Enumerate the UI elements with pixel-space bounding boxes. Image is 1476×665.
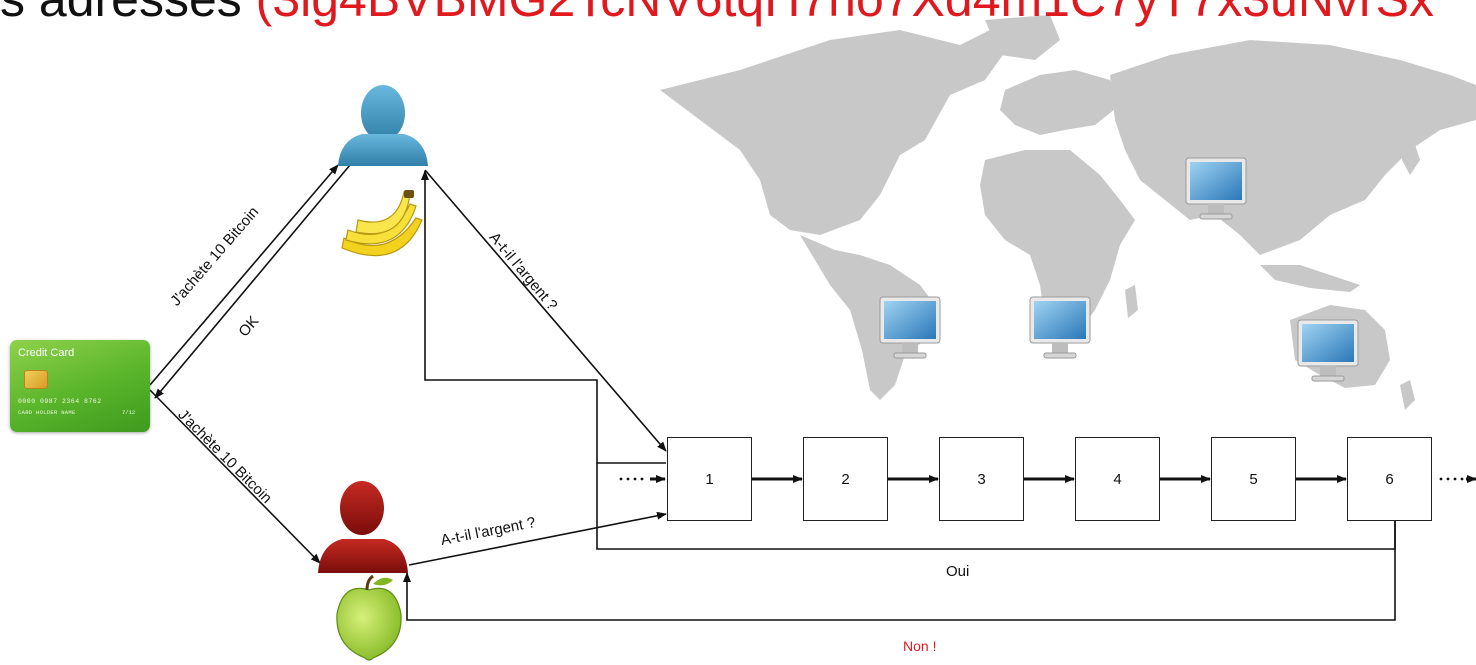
computer-icon: [1029, 296, 1091, 359]
ellipsis-dot: [1453, 477, 1457, 481]
arrow-check-bottom: [408, 511, 667, 566]
ellipsis-dot: [619, 477, 623, 481]
banana-icon: [341, 190, 423, 257]
card-title: Credit Card: [18, 347, 75, 359]
arrow-buy-top: [149, 164, 339, 386]
title-prefix: s adresses: [0, 0, 256, 27]
person-icon: [338, 85, 428, 166]
arrow-buy-bottom: [149, 389, 321, 564]
ellipsis-dot: [1446, 477, 1450, 481]
page-title: s adresses (3ig4BVBMG2TcNV6tqH7ho7Xd4m1C…: [0, 0, 1434, 28]
block-2: 2: [803, 437, 888, 521]
card-chip: [24, 370, 48, 389]
ellipsis-dot: [626, 477, 630, 481]
block-4: 4: [1075, 437, 1160, 521]
apple-icon: [336, 574, 402, 661]
arrow-non: [403, 521, 1396, 621]
block-5: 5: [1211, 437, 1296, 521]
bitcoin-address: (3ig4BVBMG2TcNV6tqH7ho7Xd4m1C7yT7x3uNvrS…: [256, 0, 1434, 27]
ellipsis-dot: [640, 477, 644, 481]
card-number: 0000 0987 2364 8762: [18, 398, 102, 405]
card-holder: CARD HOLDER NAME: [18, 409, 76, 416]
card-expiry: 7/12: [122, 409, 136, 416]
arrow-return-top: [421, 170, 666, 464]
credit-card-icon: Credit Card 0000 0987 2364 8762 CARD HOL…: [10, 340, 150, 432]
computer-icon: [1297, 319, 1359, 382]
person-icon: [318, 481, 408, 573]
arrow-check-top: [424, 169, 667, 452]
computer-icon: [1185, 157, 1247, 220]
label-non: Non !: [903, 638, 937, 654]
computer-icon: [879, 296, 941, 359]
block-3: 3: [939, 437, 1024, 521]
ellipsis-dot: [1460, 477, 1464, 481]
block-6: 6: [1347, 437, 1432, 521]
ellipsis-dot: [1439, 477, 1443, 481]
block-1: 1: [667, 437, 752, 521]
ellipsis-dot: [633, 477, 637, 481]
label-oui: Oui: [946, 563, 970, 580]
arrow-ok: [154, 164, 351, 399]
